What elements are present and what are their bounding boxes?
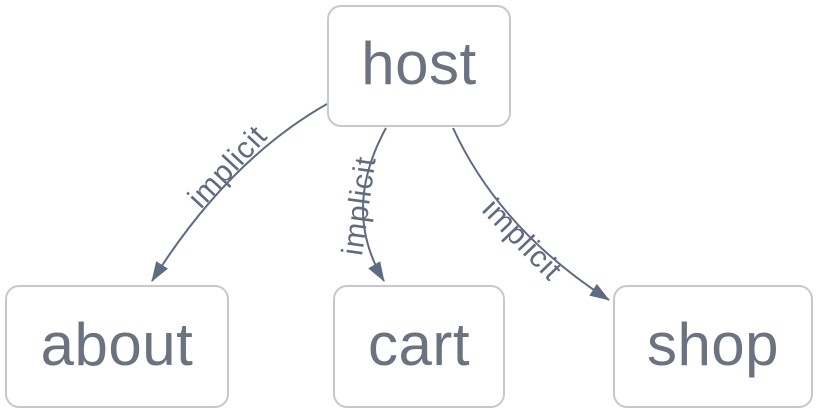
- node-cart-label: cart: [367, 310, 471, 378]
- edge-label-host-about: implicit: [182, 119, 274, 214]
- edge-label-host-cart: implicit: [336, 154, 383, 257]
- node-cart: cart: [333, 285, 505, 408]
- node-shop: shop: [613, 285, 813, 408]
- node-shop-label: shop: [646, 310, 780, 378]
- node-host-label: host: [361, 30, 477, 97]
- edge-host-shop: [452, 127, 610, 301]
- edge-host-about: [151, 103, 328, 282]
- edge-host-cart: [362, 127, 387, 282]
- node-host: host: [327, 5, 511, 127]
- edge-label-host-shop: implicit: [476, 193, 569, 288]
- node-about-label: about: [40, 310, 194, 378]
- node-about: about: [5, 285, 229, 408]
